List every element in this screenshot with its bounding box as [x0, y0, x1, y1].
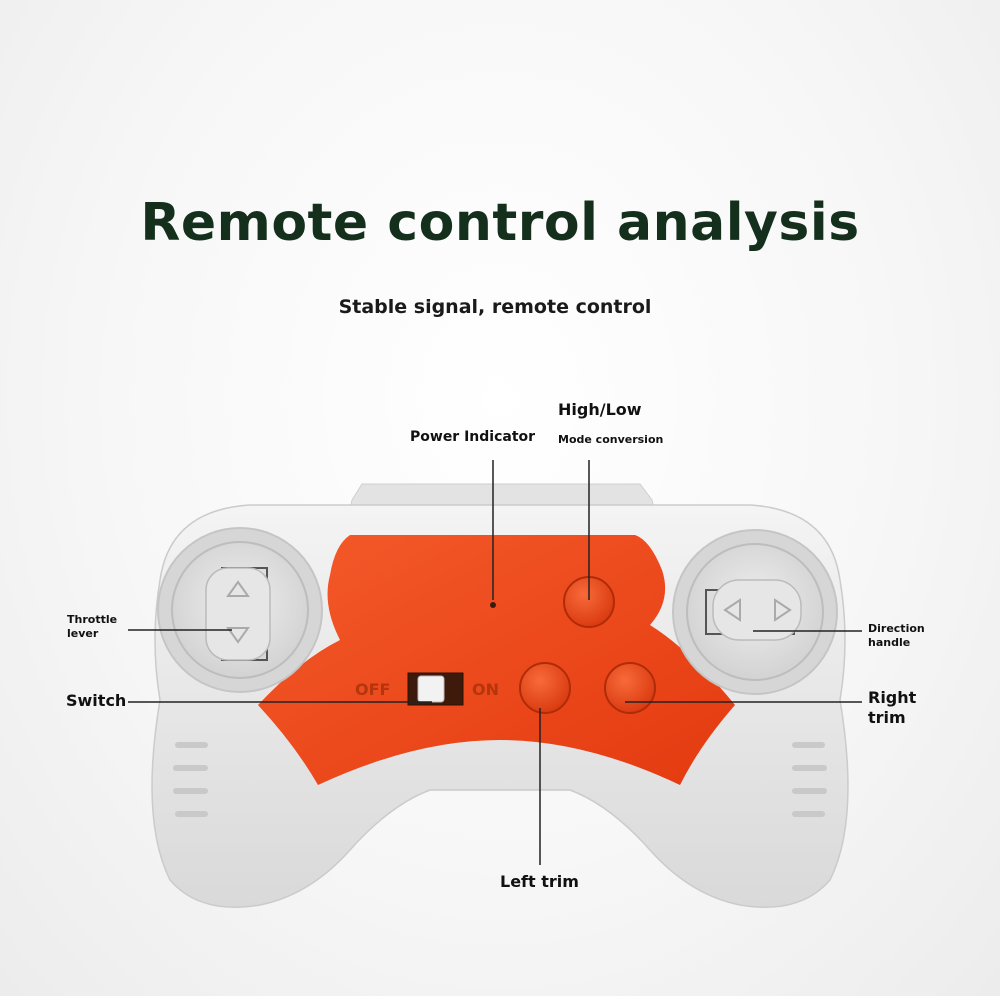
- left-trim-label: Left trim: [500, 872, 579, 891]
- direction-handle-joystick: [672, 529, 838, 695]
- page-title: Remote control analysis: [140, 193, 860, 253]
- mode-conversion-label: Mode conversion: [558, 433, 664, 446]
- throttle-lever-label-line2: lever: [67, 627, 99, 640]
- power-switch: [407, 672, 464, 706]
- direction-handle-label-line2: handle: [868, 636, 911, 649]
- switch-on-text: ON: [472, 680, 499, 699]
- right-trim-button: [604, 662, 656, 714]
- left-trim-button: [519, 662, 571, 714]
- throttle-lever-label-line1: Throttle: [67, 613, 118, 626]
- right-trim-label-line2: trim: [868, 708, 906, 727]
- throttle-lever-joystick: [157, 527, 323, 693]
- right-trim-label-line1: Right: [868, 688, 917, 707]
- switch-off-text: OFF: [355, 680, 390, 699]
- page-subtitle: Stable signal, remote control: [338, 296, 652, 318]
- power-indicator-led: [490, 602, 496, 608]
- switch-label: Switch: [66, 691, 127, 710]
- power-indicator-label: Power Indicator: [410, 429, 536, 445]
- callout-lines: [128, 460, 862, 865]
- high-low-label: High/Low: [558, 400, 642, 419]
- left-grip-ridges: [173, 742, 208, 817]
- right-grip-ridges: [792, 742, 827, 817]
- orange-control-panel: [258, 535, 735, 785]
- direction-handle-label-line1: Direction: [868, 622, 925, 635]
